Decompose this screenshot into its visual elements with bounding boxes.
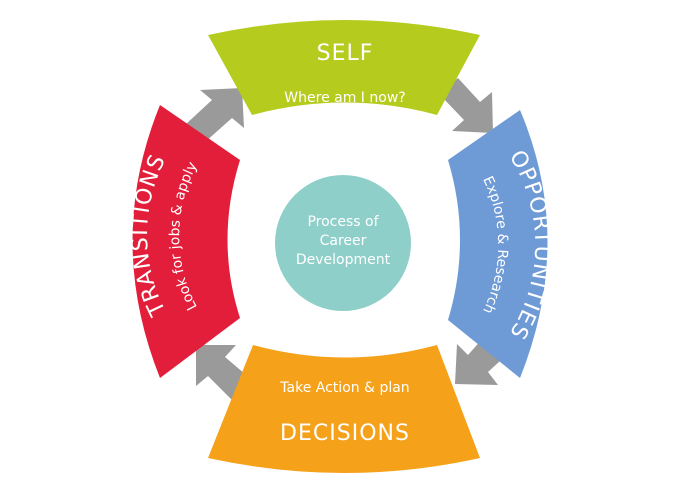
center-circle [275, 175, 411, 311]
segment-decisions-shape [208, 345, 480, 473]
cycle-arrows [186, 78, 512, 400]
segment-opportunities-shape [448, 110, 548, 378]
segment-decisions-title: DECISIONS [280, 421, 410, 446]
segment-opportunities: OPPORTUNITIES Explore & Research [448, 110, 553, 378]
segment-decisions: Take Action & plan DECISIONS [208, 345, 480, 473]
center-line-2: Career [320, 233, 367, 249]
segment-self-subtitle: Where am I now? [284, 90, 405, 106]
segment-self: SELF Where am I now? [208, 20, 480, 115]
segment-self-shape [208, 20, 480, 115]
segment-self-title: SELF [317, 41, 374, 66]
center-line-1: Process of [307, 214, 379, 230]
center-line-3: Development [296, 252, 391, 268]
center-node: Process of Career Development [275, 175, 411, 311]
arrow-transitions-to-self [186, 88, 244, 142]
segment-transitions: TRANSITIONS Look for jobs & apply [128, 105, 240, 378]
segment-decisions-subtitle: Take Action & plan [279, 380, 409, 396]
arrow-self-to-opportunities [438, 78, 493, 133]
segment-transitions-shape [132, 105, 240, 378]
